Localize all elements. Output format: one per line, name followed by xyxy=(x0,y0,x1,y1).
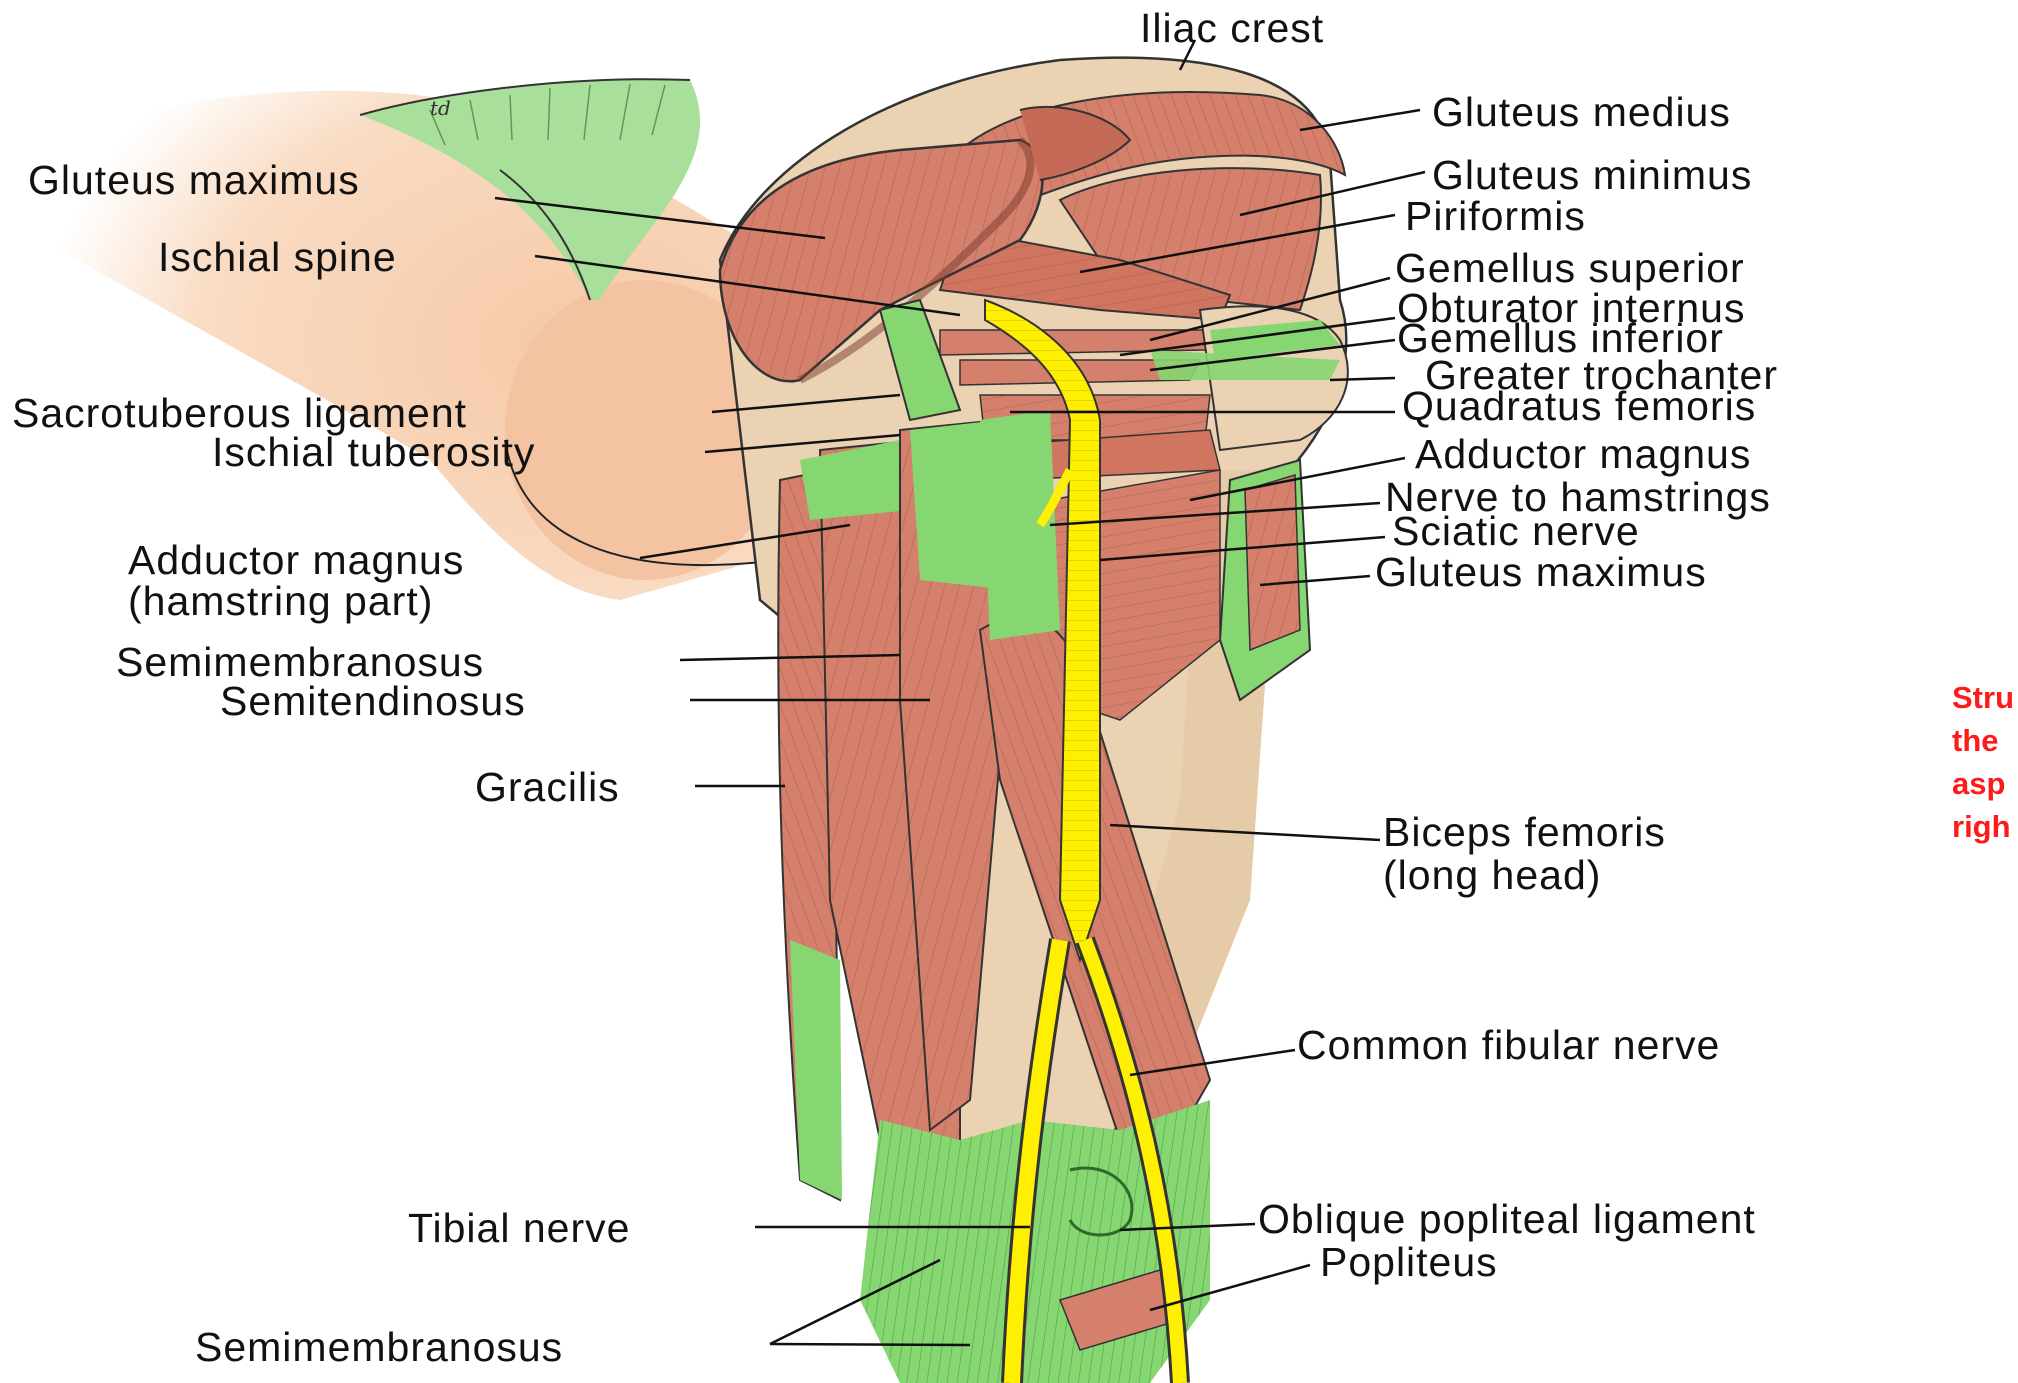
artist-signature: td xyxy=(430,96,451,120)
label-ischial-tuberosity: Ischial tuberosity xyxy=(212,432,535,473)
label-biceps-long-head: (long head) xyxy=(1383,855,1601,896)
label-common-fibular-nerve: Common fibular nerve xyxy=(1297,1025,1720,1066)
label-adductor-hamstring-part: (hamstring part) xyxy=(128,581,433,622)
label-biceps-femoris: Biceps femoris xyxy=(1383,812,1666,853)
caption-line-4: righ xyxy=(1952,805,2018,848)
label-adductor-magnus-right: Adductor magnus xyxy=(1415,434,1751,475)
caption-line-3: asp xyxy=(1952,762,2018,805)
label-gluteus-maximus-right: Gluteus maximus xyxy=(1375,552,1707,593)
label-gemellus-superior: Gemellus superior xyxy=(1395,248,1745,289)
figure-caption: Stru the asp righ xyxy=(1952,676,2018,848)
label-quadratus-femoris: Quadratus femoris xyxy=(1402,386,1756,427)
label-iliac-crest: Iliac crest xyxy=(1140,8,1324,49)
label-adductor-magnus-left: Adductor magnus xyxy=(128,540,464,581)
label-gluteus-minimus: Gluteus minimus xyxy=(1432,155,1752,196)
caption-line-1: Stru xyxy=(1952,676,2018,719)
label-ischial-spine: Ischial spine xyxy=(158,237,397,278)
label-oblique-popliteal-ligament: Oblique popliteal ligament xyxy=(1258,1199,1756,1240)
caption-line-2: the xyxy=(1952,719,2018,762)
label-tibial-nerve: Tibial nerve xyxy=(408,1208,630,1249)
label-gluteus-maximus-left: Gluteus maximus xyxy=(28,160,360,201)
label-popliteus: Popliteus xyxy=(1320,1242,1498,1283)
label-sciatic-nerve: Sciatic nerve xyxy=(1392,511,1640,552)
label-sacrotuberous-ligament: Sacrotuberous ligament xyxy=(12,393,467,434)
label-semitendinosus: Semitendinosus xyxy=(220,681,526,722)
label-gluteus-medius: Gluteus medius xyxy=(1432,92,1731,133)
gluteus-maximus-insertion xyxy=(1220,460,1310,700)
label-semimembranosus-lower: Semimembranosus xyxy=(195,1327,563,1368)
label-semimembranosus-upper: Semimembranosus xyxy=(116,642,484,683)
label-piriformis: Piriformis xyxy=(1405,196,1586,237)
label-gracilis: Gracilis xyxy=(475,767,620,808)
